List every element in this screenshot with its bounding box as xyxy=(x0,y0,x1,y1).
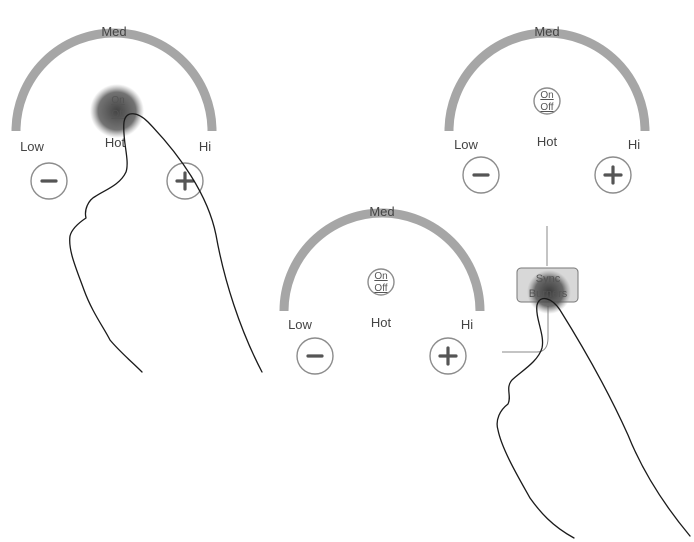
increase-button[interactable] xyxy=(595,157,631,193)
dial-center: Med Low Hi Hot On Off xyxy=(284,204,480,374)
off-label: Off xyxy=(374,283,387,294)
pointing-hand-icon xyxy=(497,299,690,538)
decrease-button[interactable] xyxy=(31,163,67,199)
med-label: Med xyxy=(101,24,126,39)
increase-button[interactable] xyxy=(167,163,203,199)
power-level-arc xyxy=(449,33,645,131)
sync-label: Sync xyxy=(536,273,561,285)
on-label: On xyxy=(111,95,124,106)
on-off-button[interactable]: On Off xyxy=(368,269,394,295)
on-off-button[interactable]: On Off xyxy=(534,88,560,114)
increase-button[interactable] xyxy=(430,338,466,374)
on-label: On xyxy=(540,90,553,101)
decrease-button[interactable] xyxy=(297,338,333,374)
sync-burners-group: Sync Burners xyxy=(497,226,690,538)
med-label: Med xyxy=(534,24,559,39)
power-level-arc xyxy=(284,213,480,311)
hi-label: Hi xyxy=(628,137,640,152)
burners-label: Burners xyxy=(529,288,568,300)
decrease-button[interactable] xyxy=(463,157,499,193)
low-label: Low xyxy=(288,317,312,332)
hot-label: Hot xyxy=(537,134,558,149)
dial-top-right: Med Low Hi Hot On Off xyxy=(449,24,645,193)
hi-label: Hi xyxy=(199,139,211,154)
off-label: Off xyxy=(540,102,553,113)
on-off-button[interactable]: On Off xyxy=(90,84,144,138)
hi-label: Hi xyxy=(461,317,473,332)
off-label: Off xyxy=(111,109,124,120)
low-label: Low xyxy=(454,137,478,152)
low-label: Low xyxy=(20,139,44,154)
pointing-hand-icon xyxy=(70,114,262,372)
sync-burners-button[interactable]: Sync Burners xyxy=(517,268,578,314)
dial-top-left: Med Low Hi Hot On Off xyxy=(16,24,262,372)
med-label: Med xyxy=(369,204,394,219)
on-label: On xyxy=(374,271,387,282)
hot-label: Hot xyxy=(371,315,392,330)
